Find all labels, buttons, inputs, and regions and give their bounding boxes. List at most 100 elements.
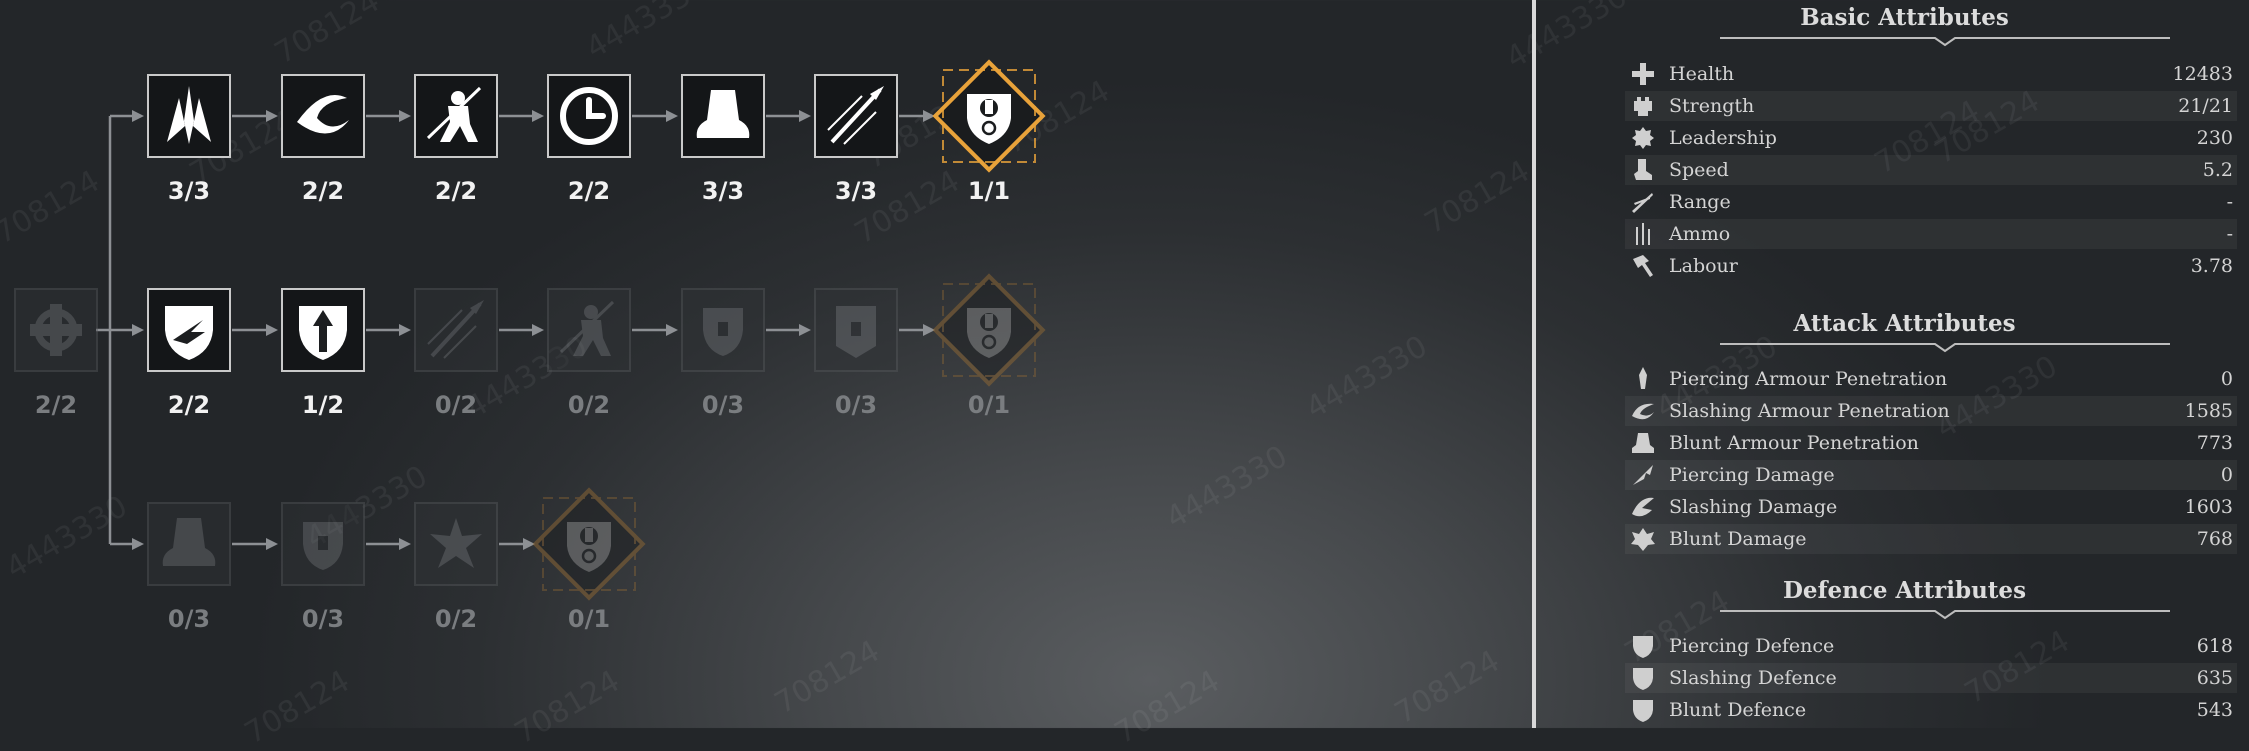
skill-node[interactable] bbox=[814, 288, 898, 372]
attribute-value: 773 bbox=[2196, 432, 2233, 454]
skill-node-progress: 0/3 bbox=[835, 391, 877, 419]
section-title-basic: Basic Attributes bbox=[1800, 4, 2009, 31]
attribute-label: Slashing Damage bbox=[1669, 496, 1838, 518]
connector-arrowhead bbox=[532, 324, 544, 336]
attribute-label: Speed bbox=[1669, 159, 1729, 181]
skill-node[interactable] bbox=[147, 288, 231, 372]
panel-divider bbox=[1532, 0, 1536, 728]
knight-crest-icon bbox=[967, 94, 1011, 144]
connector-arrowhead bbox=[666, 324, 678, 336]
piercing-defence-icon bbox=[1629, 632, 1657, 660]
skill-node[interactable] bbox=[681, 288, 765, 372]
skill-node-progress: 1/1 bbox=[968, 177, 1010, 205]
connector-arrowhead bbox=[523, 538, 535, 550]
attribute-label: Blunt Damage bbox=[1669, 528, 1807, 550]
skill-node[interactable] bbox=[281, 74, 365, 158]
knight-crest-icon bbox=[967, 308, 1011, 358]
skill-node[interactable] bbox=[814, 74, 898, 158]
blunt-pen-icon bbox=[1629, 429, 1657, 457]
skill-node-progress: 3/3 bbox=[702, 177, 744, 205]
attribute-label: Leadership bbox=[1669, 127, 1777, 149]
connector-arrowhead bbox=[666, 110, 678, 122]
labour-hammer-icon bbox=[1629, 252, 1657, 280]
attribute-label: Labour bbox=[1669, 255, 1738, 277]
attribute-label: Strength bbox=[1669, 95, 1755, 117]
skill-node[interactable] bbox=[281, 502, 365, 586]
slashing-damage-icon bbox=[1629, 493, 1657, 521]
slash-swoosh-icon bbox=[297, 95, 349, 134]
skill-node-progress: 0/2 bbox=[435, 391, 477, 419]
speed-boot-icon bbox=[1629, 156, 1657, 184]
attribute-label: Range bbox=[1669, 191, 1731, 213]
spike-crest-icon bbox=[167, 86, 211, 144]
skill-node-progress: 3/3 bbox=[168, 177, 210, 205]
section-title-attack: Attack Attributes bbox=[1793, 310, 2016, 337]
connector-arrowhead bbox=[399, 110, 411, 122]
attribute-label: Health bbox=[1669, 63, 1735, 85]
attribute-value: 618 bbox=[2196, 635, 2233, 657]
connector-arrowhead bbox=[532, 110, 544, 122]
attribute-value: 1603 bbox=[2184, 496, 2233, 518]
blunt-damage-icon bbox=[1629, 525, 1657, 553]
section-title-rule bbox=[1720, 37, 2170, 47]
attribute-value: - bbox=[2226, 223, 2233, 245]
skill-node-progress: 0/2 bbox=[568, 391, 610, 419]
attribute-label: Blunt Armour Penetration bbox=[1669, 432, 1919, 454]
skill-node-final[interactable] bbox=[532, 487, 646, 601]
attribute-value: 1585 bbox=[2184, 400, 2233, 422]
attribute-value: 635 bbox=[2196, 667, 2233, 689]
knight-crest-icon bbox=[567, 522, 611, 572]
attribute-label: Slashing Defence bbox=[1669, 667, 1837, 689]
piercing-damage-icon bbox=[1629, 461, 1657, 489]
connector-arrowhead bbox=[132, 324, 144, 336]
piercing-pen-icon bbox=[1629, 365, 1657, 393]
skill-node[interactable] bbox=[147, 502, 231, 586]
skill-node-final[interactable] bbox=[932, 59, 1046, 173]
skill-node[interactable] bbox=[147, 74, 231, 158]
locked-shield-icon bbox=[703, 308, 743, 356]
attribute-value: - bbox=[2226, 191, 2233, 213]
attribute-label: Blunt Defence bbox=[1669, 699, 1807, 721]
section-title-defence: Defence Attributes bbox=[1782, 577, 2027, 604]
skill-node[interactable] bbox=[547, 74, 631, 158]
health-cross-icon bbox=[1629, 60, 1657, 88]
skill-node-progress: 2/2 bbox=[35, 391, 77, 419]
skill-node-progress: 2/2 bbox=[168, 391, 210, 419]
locked-shield-icon bbox=[303, 522, 343, 570]
skill-node[interactable] bbox=[547, 288, 631, 372]
attribute-label: Slashing Armour Penetration bbox=[1669, 400, 1950, 422]
skill-node[interactable] bbox=[14, 288, 98, 372]
skill-node-progress: 2/2 bbox=[435, 177, 477, 205]
attribute-value: 543 bbox=[2196, 699, 2233, 721]
skill-node-progress: 2/2 bbox=[568, 177, 610, 205]
warrior-figure-icon bbox=[426, 86, 482, 142]
section-title-rule bbox=[1720, 343, 2170, 353]
armor-plate-icon bbox=[696, 90, 750, 138]
connector-arrowhead bbox=[799, 110, 811, 122]
attribute-row-range: Range - bbox=[1625, 187, 2237, 217]
strength-fist-icon bbox=[1629, 92, 1657, 120]
clock-icon bbox=[560, 87, 618, 145]
skill-node[interactable] bbox=[414, 502, 498, 586]
skill-node-progress: 0/1 bbox=[568, 605, 610, 633]
skill-node[interactable] bbox=[281, 288, 365, 372]
cross-shield-icon bbox=[30, 304, 82, 356]
skill-node[interactable] bbox=[681, 74, 765, 158]
attribute-value: 5.2 bbox=[2202, 159, 2233, 181]
skill-node[interactable] bbox=[414, 288, 498, 372]
attribute-label: Piercing Armour Penetration bbox=[1669, 368, 1948, 390]
skill-node-progress: 0/3 bbox=[702, 391, 744, 419]
skill-node-final[interactable] bbox=[932, 273, 1046, 387]
attribute-row-slashing-armour-penetration: Slashing Armour Penetration 1585 bbox=[1625, 396, 2237, 426]
slashing-defence-icon bbox=[1629, 664, 1657, 692]
skill-node[interactable] bbox=[414, 74, 498, 158]
connector-arrowhead bbox=[266, 324, 278, 336]
